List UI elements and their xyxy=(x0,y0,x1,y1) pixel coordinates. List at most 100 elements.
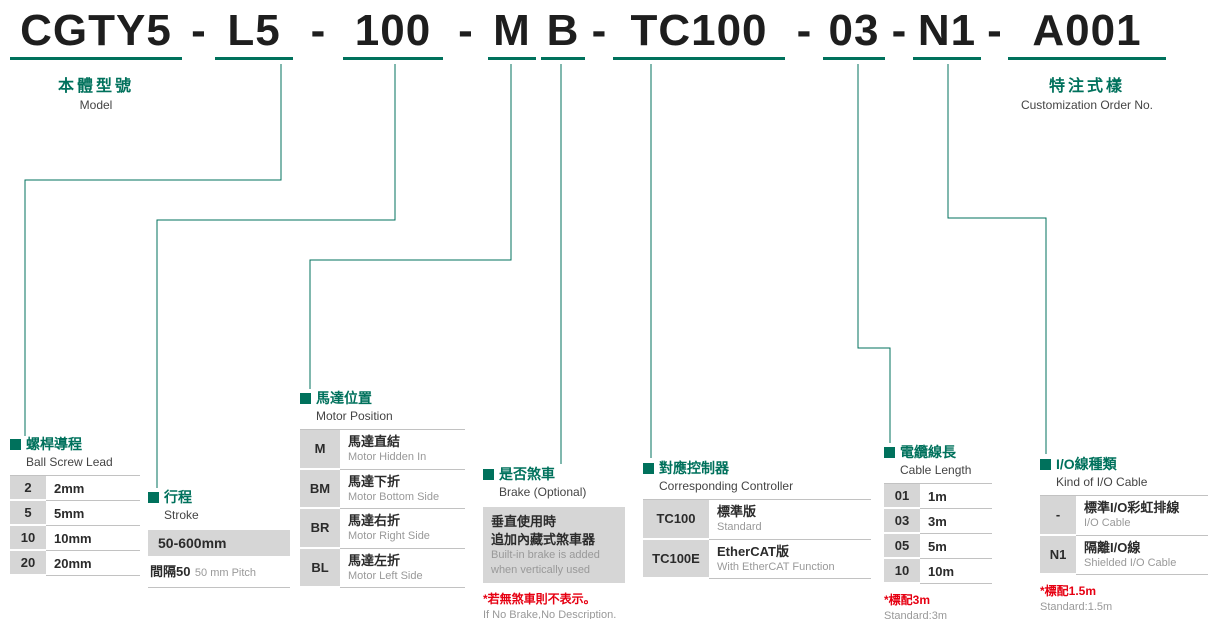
section-header: 電纜線長 Cable Length xyxy=(884,444,992,477)
cable-code: 05 xyxy=(884,534,920,560)
cable-code: 01 xyxy=(884,484,920,510)
cable-value: 3m xyxy=(920,509,992,535)
section-header: 對應控制器 Corresponding Controller xyxy=(643,460,871,493)
cable-length-section: 電纜線長 Cable Length 01 1m 03 3m 05 5m 10 1… xyxy=(884,444,992,619)
section-title-zh: 電纜線長 xyxy=(900,444,956,460)
io-value: 隔離I/O線 Shielded I/O Cable xyxy=(1076,536,1208,576)
section-bullet-icon xyxy=(1040,459,1051,470)
lead-value: 10mm xyxy=(46,526,140,552)
section-title-en: Corresponding Controller xyxy=(659,478,794,493)
controller-value-zh: 標準版 xyxy=(717,504,757,520)
section-title-zh: 馬達位置 xyxy=(316,390,372,406)
model-code-segment-cable: 03 xyxy=(823,4,885,60)
model-code-dash: - xyxy=(591,6,607,55)
io-value: 標準I/O彩虹排線 I/O Cable xyxy=(1076,496,1208,536)
io-value-zh: 隔離I/O線 xyxy=(1084,539,1141,555)
controller-code: TC100E xyxy=(643,539,709,580)
brake-section: 是否煞車 Brake (Optional) 垂直使用時 追加內藏式煞車器 Bui… xyxy=(483,466,625,619)
io-value-en: I/O Cable xyxy=(1084,517,1131,530)
stroke-pitch: 間隔50 50 mm Pitch xyxy=(148,556,290,589)
io-table: - 標準I/O彩虹排線 I/O Cable N1 隔離I/O線 Shielded… xyxy=(1040,495,1208,576)
motor-value-en: Motor Left Side xyxy=(348,569,423,582)
model-code-segment-stroke: 100 xyxy=(343,4,443,60)
customization-label-zh: 特注式樣 xyxy=(1048,78,1125,95)
section-title-en: Ball Screw Lead xyxy=(26,454,113,469)
section-header: I/O線種類 Kind of I/O Cable xyxy=(1040,456,1208,489)
cable-note-en: Standard:3m xyxy=(884,610,947,619)
section-header: 行程 Stroke xyxy=(148,489,290,522)
brake-note-en: If No Brake,No Description. xyxy=(483,608,617,619)
motor-code: BM xyxy=(300,469,340,510)
model-code-dash: - xyxy=(796,6,812,55)
brake-en-line1: Built-in brake is added xyxy=(491,549,600,562)
section-title-en: Stroke xyxy=(164,507,199,522)
section-title-en: Cable Length xyxy=(900,462,972,477)
motor-code: M xyxy=(300,430,340,470)
controller-value: EtherCAT版 With EtherCAT Function xyxy=(709,540,871,580)
connector-line-io xyxy=(947,64,1047,454)
model-code-segment-motor: M xyxy=(488,4,536,60)
connector-line-cable xyxy=(857,64,891,443)
controller-value-en: With EtherCAT Function xyxy=(717,560,835,573)
lead-value: 5mm xyxy=(46,501,140,527)
lead-table: 2 2mm 5 5mm 10 10mm 20 20mm xyxy=(10,475,140,577)
motor-value-zh: 馬達左折 xyxy=(348,552,401,568)
section-bullet-icon xyxy=(10,439,21,450)
motor-value-zh: 馬達下折 xyxy=(348,473,401,489)
section-header: 是否煞車 Brake (Optional) xyxy=(483,466,625,499)
section-bullet-icon xyxy=(300,393,311,404)
motor-value-zh: 馬達右折 xyxy=(348,513,401,529)
table-row: 10 10mm xyxy=(10,526,140,552)
table-row: 10 10m xyxy=(884,559,992,585)
section-title-zh: 對應控制器 xyxy=(659,460,729,476)
stroke-pitch-zh: 間隔50 xyxy=(150,564,191,580)
controller-value-en: Standard xyxy=(717,521,762,534)
lead-code: 2 xyxy=(10,476,46,502)
model-code-dash: - xyxy=(891,6,907,55)
motor-value: 馬達右折 Motor Right Side xyxy=(340,509,465,549)
cable-note-red: *標配3m xyxy=(884,593,931,608)
table-row: 01 1m xyxy=(884,484,992,510)
brake-description-box: 垂直使用時 追加內藏式煞車器 Built-in brake is added w… xyxy=(483,507,625,583)
stroke-range: 50-600mm xyxy=(148,530,290,557)
cable-code: 10 xyxy=(884,559,920,585)
section-bullet-icon xyxy=(884,447,895,458)
cable-value: 10m xyxy=(920,559,992,585)
motor-table: M 馬達直結 Motor Hidden In BM 馬達下折 Motor Bot… xyxy=(300,429,465,588)
section-bullet-icon xyxy=(483,469,494,480)
model-label-en: Model xyxy=(79,98,113,112)
section-title-zh: 是否煞車 xyxy=(499,466,555,482)
motor-value-zh: 馬達直結 xyxy=(348,434,401,450)
model-code-dash: - xyxy=(310,6,326,55)
motor-code: BL xyxy=(300,548,340,588)
controller-code: TC100 xyxy=(643,500,709,540)
section-title-zh: I/O線種類 xyxy=(1056,456,1117,472)
model-code-segment-lead: L5 xyxy=(215,4,293,60)
model-code-segment-controller: TC100 xyxy=(613,4,785,60)
model-code-dash: - xyxy=(191,6,206,55)
motor-value: 馬達左折 Motor Left Side xyxy=(340,549,465,588)
section-title-zh: 行程 xyxy=(164,489,192,505)
motor-value-en: Motor Bottom Side xyxy=(348,490,440,503)
brake-note-red: *若無煞車則不表示。 xyxy=(483,591,596,606)
section-title-zh: 螺桿導程 xyxy=(26,436,82,452)
motor-code: BR xyxy=(300,509,340,549)
connector-line-motor xyxy=(309,64,512,389)
stroke-section: 行程 Stroke 50-600mm 間隔50 50 mm Pitch xyxy=(148,489,290,589)
connector-line-lead xyxy=(24,64,282,436)
table-row: TC100 標準版 Standard xyxy=(643,500,871,540)
model-label: 本體型號 Model xyxy=(10,72,182,112)
table-row: TC100E EtherCAT版 With EtherCAT Function xyxy=(643,539,871,580)
lead-value: 20mm xyxy=(46,551,140,577)
table-row: - 標準I/O彩虹排線 I/O Cable xyxy=(1040,496,1208,536)
section-bullet-icon xyxy=(148,492,159,503)
controller-value: 標準版 Standard xyxy=(709,500,871,540)
table-row: 20 20mm xyxy=(10,551,140,577)
customization-label: 特注式樣 Customization Order No. xyxy=(1008,72,1166,112)
motor-value-en: Motor Hidden In xyxy=(348,451,427,464)
model-label-zh: 本體型號 xyxy=(57,78,134,95)
io-code: N1 xyxy=(1040,535,1076,576)
stroke-pitch-en: 50 mm Pitch xyxy=(194,567,257,580)
brake-en-line2: when vertically used xyxy=(491,563,591,576)
